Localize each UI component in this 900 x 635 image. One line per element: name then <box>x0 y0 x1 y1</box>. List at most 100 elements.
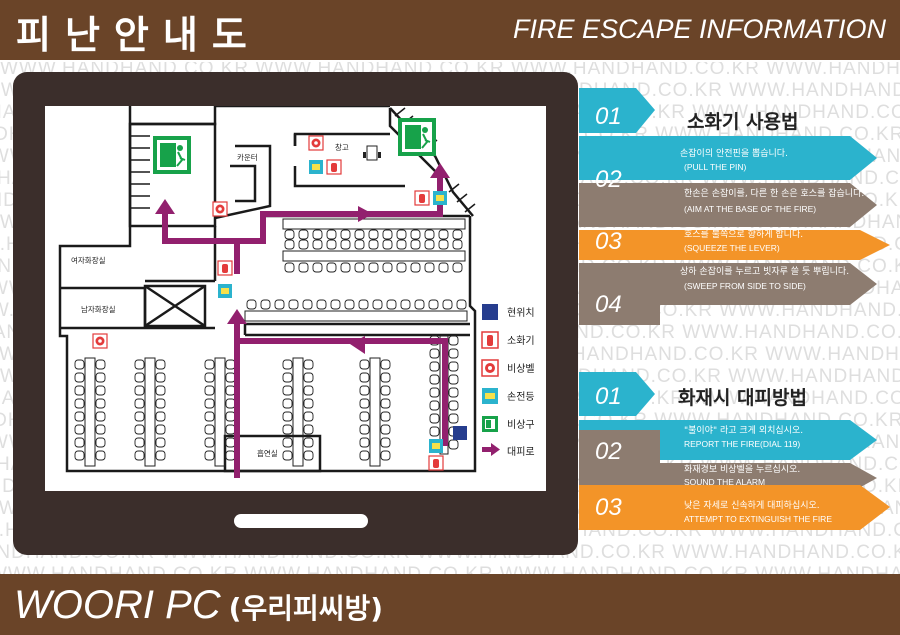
pc-seat <box>284 239 295 250</box>
flashlight-icon <box>429 439 443 453</box>
pc-seat <box>380 437 391 448</box>
pc-seat <box>456 299 467 310</box>
watermark-text: WWW.HANDHAND.CO.KR WWW.HANDHAND.CO.KR WW… <box>0 564 900 574</box>
pc-seat <box>303 398 314 409</box>
floor-plan: 카운터 창고 여자화장실 남자화장실 흡연실 현위치 소화기 비상벨 손전등 비… <box>58 106 535 478</box>
pc-seat <box>302 299 313 310</box>
pc-desk <box>214 357 226 467</box>
pc-seat <box>380 385 391 396</box>
pc-seat <box>95 411 106 422</box>
room-label-counter: 카운터 <box>237 153 258 162</box>
extinguisher-step-text-en: (PULL THE PIN) <box>684 162 747 172</box>
pc-seat <box>330 299 341 310</box>
evacuation-step-number: 01 <box>595 383 622 410</box>
pc-seat <box>428 299 439 310</box>
pc-seat <box>303 411 314 422</box>
pc-seat <box>368 239 379 250</box>
pc-seat <box>312 229 323 240</box>
pc-seat <box>95 437 106 448</box>
flashlight-icon <box>433 191 447 205</box>
legend-label-evacuation-route: 대피로 <box>507 446 535 458</box>
pc-desk <box>282 250 466 262</box>
footer-band <box>0 574 900 635</box>
fire-extinguisher-icon <box>481 331 499 349</box>
pc-seat <box>282 398 293 409</box>
emergency-exit-icon <box>398 118 436 156</box>
store-name-ko: (우리피씨방) <box>228 592 384 625</box>
extinguisher-step-ribbon-2 <box>579 136 877 180</box>
pc-seat <box>448 348 459 359</box>
pc-desk <box>84 357 96 467</box>
pc-seat <box>95 372 106 383</box>
extinguisher-section-title: 소화기 사용법 <box>687 111 799 133</box>
pc-seat <box>382 239 393 250</box>
legend-label-emergency-exit: 비상구 <box>507 419 535 431</box>
pc-seat <box>155 424 166 435</box>
evacuation-step-ribbon-4 <box>579 430 660 470</box>
pc-seat <box>204 411 215 422</box>
pc-seat <box>429 348 440 359</box>
pc-seat <box>429 413 440 424</box>
extinguisher-step-number: 03 <box>595 228 622 255</box>
pc-seat <box>95 398 106 409</box>
extinguisher-step-text-ko: 한손은 손잡이를, 다른 한 손은 호스를 잡습니다. <box>684 187 864 199</box>
header-band <box>0 0 900 60</box>
alarm-bell-icon <box>481 359 499 377</box>
pc-seat <box>382 229 393 240</box>
pc-desk <box>144 357 156 467</box>
pc-seat <box>155 372 166 383</box>
pc-seat <box>95 359 106 370</box>
fire-extinguisher-icon <box>217 260 233 276</box>
pc-seat <box>358 299 369 310</box>
pc-seat <box>380 411 391 422</box>
alarm-bell-icon <box>212 201 228 217</box>
pc-seat <box>448 413 459 424</box>
pc-seat <box>359 411 370 422</box>
room-label-men-restroom: 남자화장실 <box>81 304 116 314</box>
fire-extinguisher-icon <box>428 455 444 471</box>
pc-seat <box>282 424 293 435</box>
pc-seat <box>442 299 453 310</box>
pc-seat <box>448 335 459 346</box>
pc-seat <box>204 437 215 448</box>
alarm-bell-icon <box>308 135 324 151</box>
pc-seat <box>95 385 106 396</box>
extinguisher-step-text-ko: 상하 손잡이를 누르고 빗자루 쓸 듯 뿌립니다. <box>680 265 849 277</box>
pc-seat <box>74 450 85 461</box>
route-arrowheads <box>155 163 450 354</box>
extinguisher-step-text-en: (AIM AT THE BASE OF THE FIRE) <box>684 204 816 214</box>
evacuation-section-title: 화재시 대피방법 <box>678 387 807 409</box>
pc-seat <box>424 262 435 273</box>
pc-seat <box>438 262 449 273</box>
pc-seat <box>340 229 351 240</box>
pc-seats <box>74 218 468 467</box>
pc-seat <box>359 450 370 461</box>
pc-seat <box>396 262 407 273</box>
evacuation-step-number: 02 <box>595 438 622 465</box>
pc-seat <box>429 400 440 411</box>
store-name: WOORI PC(우리피씨방) <box>14 583 383 628</box>
pc-seat <box>74 359 85 370</box>
pc-seat <box>303 385 314 396</box>
fire-extinguisher-icon <box>326 159 342 175</box>
pc-seat <box>284 229 295 240</box>
pc-seat <box>359 398 370 409</box>
pc-seat <box>414 299 425 310</box>
pc-seat <box>155 437 166 448</box>
pc-seat <box>316 299 327 310</box>
safety-icons <box>92 135 467 471</box>
fire-extinguisher-icon <box>414 190 430 206</box>
pc-seat <box>429 426 440 437</box>
pc-seat <box>429 361 440 372</box>
pc-seat <box>354 229 365 240</box>
pc-seat <box>424 239 435 250</box>
pc-seat <box>359 372 370 383</box>
pc-seat <box>303 424 314 435</box>
pc-desk <box>282 218 466 230</box>
pc-seat <box>298 229 309 240</box>
pc-seat <box>134 385 145 396</box>
pc-seat <box>95 424 106 435</box>
pc-seat <box>386 299 397 310</box>
pc-seat <box>303 450 314 461</box>
